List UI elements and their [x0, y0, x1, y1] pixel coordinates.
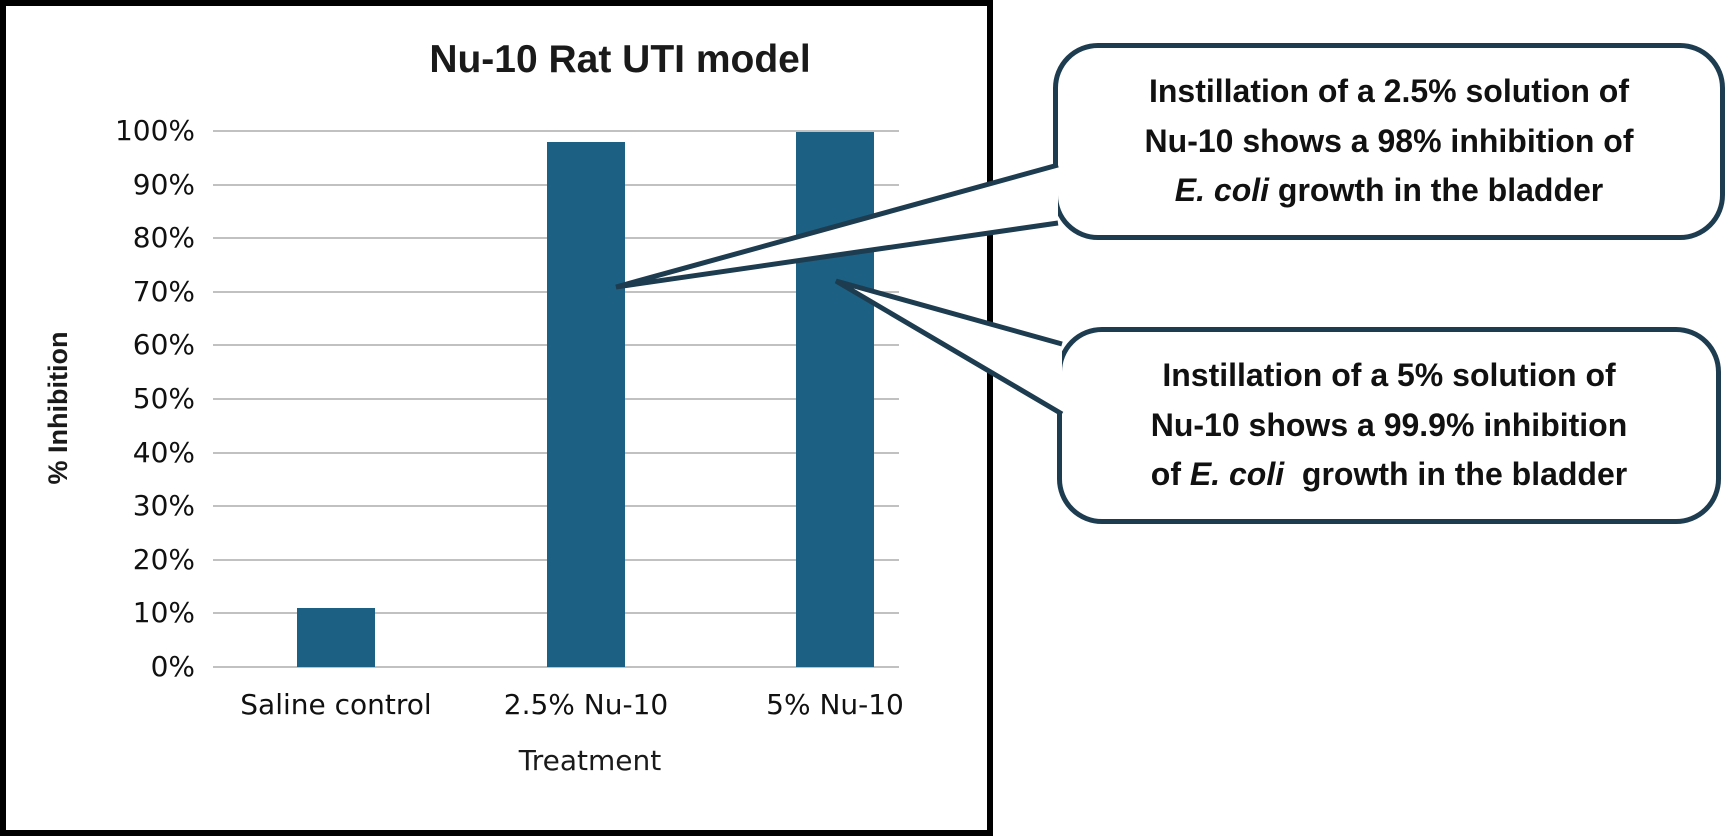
- y-tick-label: 30%: [132, 489, 195, 523]
- gridline: [213, 666, 899, 668]
- y-tick-label: 0%: [150, 650, 195, 683]
- bar-2-5-percent-nu10: [547, 141, 625, 667]
- chart-title: Nu-10 Rat UTI model: [429, 38, 811, 81]
- y-tick-label: 70%: [132, 274, 195, 308]
- gridline: [213, 130, 899, 132]
- bar-saline-control: [297, 608, 375, 667]
- callout-2-line-1: Instillation of a 5% solution of: [1162, 357, 1616, 394]
- x-tick-2-5-nu10: 2.5% Nu-10: [503, 688, 669, 721]
- e-coli-italic: E. coli: [1189, 456, 1285, 493]
- y-tick-label: 80%: [132, 221, 195, 255]
- y-tick-label: 20%: [132, 542, 195, 576]
- y-tick-label: 50%: [132, 382, 195, 415]
- x-axis-title: Treatment: [518, 744, 662, 777]
- callout-1-line-2: Nu-10 shows a 98% inhibition of: [1144, 122, 1634, 159]
- x-tick-saline-control: Saline control: [240, 688, 432, 721]
- y-tick-label: 40%: [132, 435, 195, 469]
- callout-2-line-2: Nu-10 shows a 99.9% inhibition: [1150, 406, 1628, 443]
- y-tick-label: 90%: [132, 167, 195, 201]
- e-coli-italic: E. coli: [1174, 172, 1270, 209]
- callout-1-line-3: E. coli growth in the bladder: [1174, 172, 1604, 209]
- bar-5-percent-nu10: [796, 131, 874, 667]
- callout-1-line-1: Instillation of a 2.5% solution of: [1148, 73, 1629, 110]
- callout-2-5-percent: Instillation of a 2.5% solution of Nu-10…: [1053, 43, 1725, 240]
- x-tick-5-nu10: 5% Nu-10: [766, 688, 904, 721]
- y-tick-label: 60%: [132, 328, 195, 362]
- callout-5-percent: Instillation of a 5% solution of Nu-10 s…: [1057, 327, 1721, 524]
- callout-2-line-3: of E. coli growth in the bladder: [1150, 456, 1628, 493]
- y-tick-label: 10%: [132, 596, 195, 630]
- y-tick-label: 100%: [114, 114, 195, 147]
